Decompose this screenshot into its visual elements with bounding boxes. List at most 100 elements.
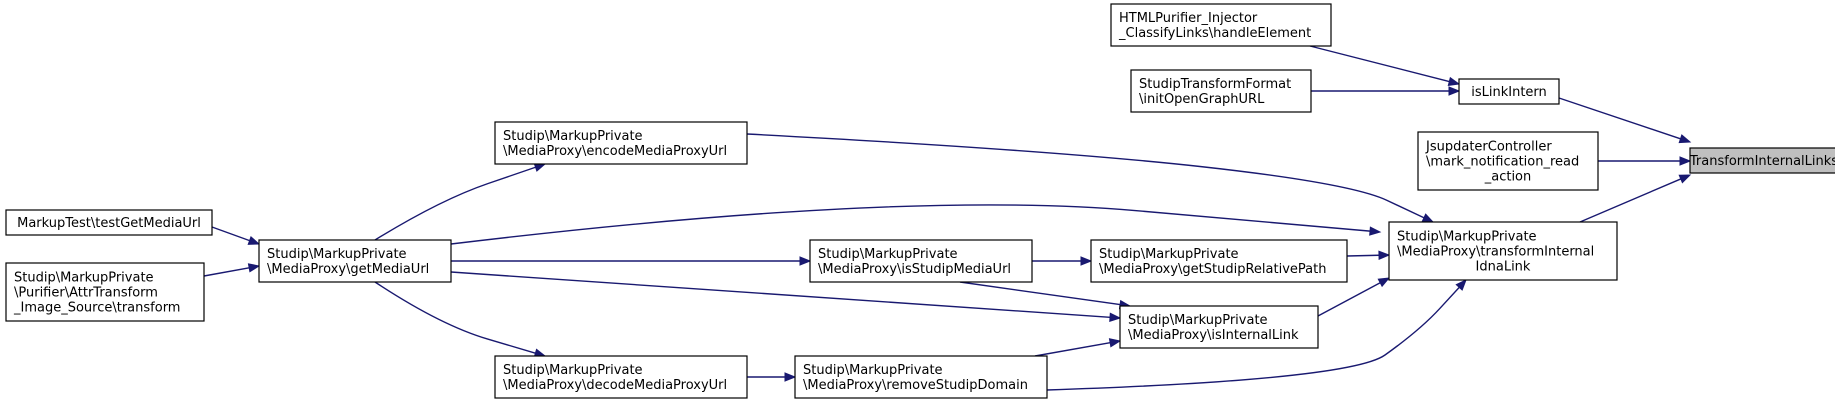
edge-line [450,204,1371,245]
edge-line [203,267,250,277]
node-label-line: Studip\MarkupPrivate [1099,247,1239,262]
edge-line [746,133,1425,219]
edge-get-media-url-to-encode-media-proxy-url [374,162,547,241]
node-decode-media-proxy-url[interactable]: Studip\MarkupPrivate\MediaProxy\decodeMe… [494,355,748,399]
node-label-line: isLinkIntern [1471,85,1547,100]
edges-layer [203,45,1692,391]
node-jsupdater-mark-read[interactable]: JsupdaterController\mark_notification_re… [1417,131,1599,191]
edge-encode-media-proxy-url-to-transform-internal-idna-link [746,133,1435,223]
node-get-media-url[interactable]: Studip\MarkupPrivate\MediaProxy\getMedia… [258,239,452,283]
edge-line [1046,286,1460,391]
node-box [1458,78,1560,105]
nodes-layer: TransformInternalLinks isLinkInternJsupda… [5,3,1835,399]
edge-is-internal-link-to-transform-internal-idna-link [1317,277,1391,317]
edge-jsupdater-mark-read-to-transform-internal-links [1598,156,1692,166]
node-label-line: Studip\MarkupPrivate [14,271,154,286]
node-htmlpurifier-handle-element[interactable]: HTMLPurifier_Injector_ClassifyLinks\hand… [1110,3,1332,47]
node-label-line: Studip\MarkupPrivate [503,129,643,144]
node-encode-media-proxy-url[interactable]: Studip\MarkupPrivate\MediaProxy\encodeMe… [494,121,748,165]
node-markup-test-get-media-url[interactable]: MarkupTest\testGetMediaUrl [5,209,213,236]
node-box [1090,239,1348,283]
node-box [1110,3,1332,47]
edge-arrowhead [1448,86,1461,96]
edge-remove-studip-domain-to-transform-internal-idna-link [1046,279,1467,391]
edge-line [1034,342,1111,357]
node-transform-internal-idna-link[interactable]: Studip\MarkupPrivate\MediaProxy\transfor… [1388,221,1618,281]
node-label-line: \MediaProxy\transformInternal [1397,245,1594,260]
edge-arrowhead [1108,338,1122,348]
node-label-line: StudipTransformFormat [1139,77,1291,92]
edge-arrowhead [1369,226,1382,236]
node-label-line: \MediaProxy\isStudipMediaUrl [818,262,1011,277]
node-box [1388,221,1618,281]
edge-init-open-graph-url-to-is-link-intern [1311,86,1461,96]
node-label-line: _action [1484,170,1532,185]
edge-line [1579,178,1682,223]
edge-arrowhead [1679,156,1692,166]
node-label-line: Studip\MarkupPrivate [818,247,958,262]
edge-arrowhead [799,256,812,266]
node-is-internal-link[interactable]: Studip\MarkupPrivate\MediaProxy\isIntern… [1119,305,1319,349]
node-remove-studip-domain[interactable]: Studip\MarkupPrivate\MediaProxy\removeSt… [794,355,1048,399]
node-label-line: Studip\MarkupPrivate [267,247,407,262]
edge-remove-studip-domain-to-is-internal-link [1034,338,1122,357]
node-label-line: IdnaLink [1476,260,1531,275]
edge-decode-media-proxy-url-to-remove-studip-domain [747,372,797,382]
node-is-studip-media-url[interactable]: Studip\MarkupPrivate\MediaProxy\isStudip… [809,239,1033,283]
node-label-line: \MediaProxy\getMediaUrl [267,262,429,277]
edge-line [1346,254,1380,257]
node-box [5,209,213,236]
node-label-line: \initOpenGraphURL [1139,92,1265,107]
node-box [1417,131,1599,191]
node-box [5,262,205,322]
node-box [1130,69,1312,113]
edge-arrowhead [1377,277,1391,288]
edge-line [450,271,1111,319]
edge-htmlpurifier-handle-element-to-is-link-intern [1309,45,1461,86]
node-box [794,355,1048,399]
node-box [494,121,748,165]
edge-get-media-url-to-is-studip-media-url [451,256,812,266]
edge-line [1558,97,1681,140]
edge-arrowhead [1447,76,1461,86]
node-label-line: Studip\MarkupPrivate [503,363,643,378]
edge-get-media-url-to-decode-media-proxy-url [374,281,547,358]
edge-line [374,166,536,241]
edge-is-link-intern-to-transform-internal-links [1558,97,1692,144]
node-label-line: MarkupTest\testGetMediaUrl [17,216,201,231]
node-label-line: \MediaProxy\encodeMediaProxyUrl [503,144,727,159]
edge-markup-test-get-media-url-to-get-media-url [211,226,261,245]
node-box [258,239,452,283]
edge-get-studip-relative-path-to-transform-internal-idna-link [1346,250,1391,260]
node-label-line: \mark_notification_read [1426,155,1579,170]
edge-line [211,226,250,242]
node-label-line: \MediaProxy\decodeMediaProxyUrl [503,378,727,393]
node-label-line: \MediaProxy\getStudipRelativePath [1099,262,1326,277]
node-transform-internal-links[interactable]: TransformInternalLinks [1689,147,1835,174]
edge-is-studip-media-url-to-get-studip-relative-path [1032,256,1093,266]
node-attr-transform-image-source[interactable]: Studip\MarkupPrivate\Purifier\AttrTransf… [5,262,205,322]
edge-arrowhead [1455,279,1467,291]
edge-line [1309,45,1450,83]
edge-arrowhead [1678,134,1692,144]
edge-attr-transform-image-source-to-get-media-url [203,263,261,277]
edge-line [959,281,1121,306]
node-label-line: JsupdaterController [1425,140,1552,155]
node-is-link-intern[interactable]: isLinkIntern [1458,78,1560,105]
node-label-line: Studip\MarkupPrivate [1128,313,1268,328]
edge-is-internal-link-to-is-studip-media-url [959,281,1132,310]
node-label-line: TransformInternalLinks [1689,154,1835,169]
edge-arrowhead [1378,250,1391,260]
edge-arrowhead [247,235,261,245]
edge-arrowhead [1080,256,1093,266]
edge-arrowhead [1678,174,1692,184]
edge-get-media-url-to-is-internal-link [450,271,1122,323]
edge-get-media-url-to-transform-internal-idna-link [450,204,1382,245]
node-init-open-graph-url[interactable]: StudipTransformFormat\initOpenGraphURL [1130,69,1312,113]
node-get-studip-relative-path[interactable]: Studip\MarkupPrivate\MediaProxy\getStudi… [1090,239,1348,283]
node-label-line: Studip\MarkupPrivate [803,363,943,378]
edge-arrowhead [784,372,797,382]
node-label-line: \Purifier\AttrTransform [14,286,158,301]
node-box [809,239,1033,283]
